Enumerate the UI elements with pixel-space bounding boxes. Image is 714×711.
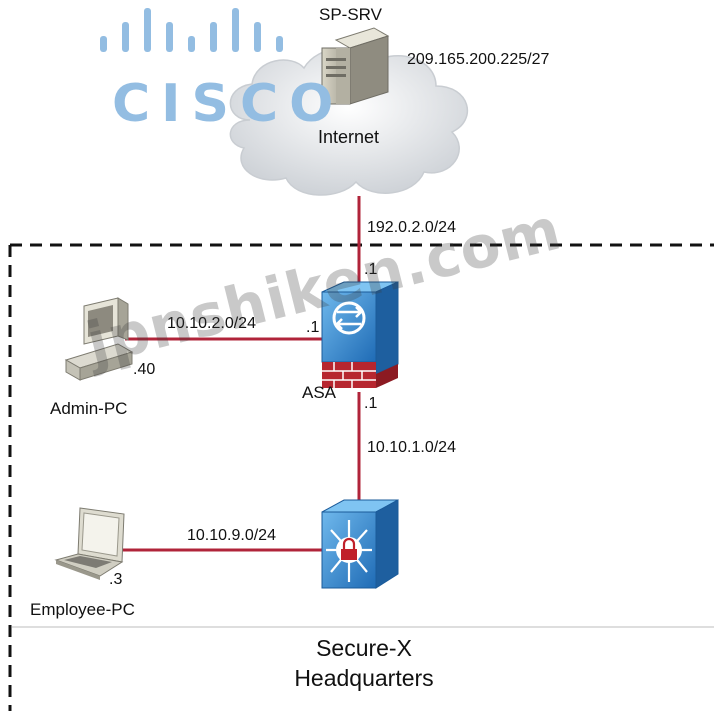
- asa-admin-host-label: .1: [306, 319, 320, 336]
- link-label-employee-vpn: 10.10.9.0/24: [187, 527, 276, 544]
- link-label-asa-vpn: 10.10.1.0/24: [367, 439, 456, 456]
- network-links: [120, 196, 361, 552]
- zone-title: Secure-X Headquarters: [214, 634, 514, 694]
- zone-title-line1: Secure-X: [316, 635, 412, 661]
- link-label-internet-asa: 192.0.2.0/24: [367, 219, 456, 236]
- employee-pc-label: Employee-PC: [30, 600, 135, 619]
- employee-pc-host-label: .3: [109, 571, 123, 588]
- cloud-icon: [229, 47, 469, 196]
- admin-pc-label: Admin-PC: [50, 399, 128, 418]
- firewall-icon: [321, 281, 399, 388]
- asa-inside-host-label: .1: [364, 395, 378, 412]
- laptop-icon: [54, 507, 125, 580]
- link-label-admin-asa: 10.10.2.0/24: [167, 315, 256, 332]
- sp-srv-ip-label: 209.165.200.225/27: [407, 51, 550, 68]
- asa-outside-host-label: .1: [364, 261, 378, 278]
- asa-label: ASA: [302, 383, 337, 402]
- cisco-logo: CISCO: [112, 74, 345, 134]
- internet-label: Internet: [318, 127, 380, 147]
- cisco-logo-bars: [100, 8, 283, 52]
- zone-title-line2: Headquarters: [294, 664, 434, 691]
- desktop-pc-icon: [64, 297, 134, 381]
- hq-boundary: [8, 243, 714, 711]
- sp-srv-label: SP-SRV: [319, 5, 382, 24]
- vpn-concentrator-icon: [321, 499, 399, 589]
- admin-pc-host-label: .40: [133, 361, 156, 378]
- server-icon: [321, 27, 390, 105]
